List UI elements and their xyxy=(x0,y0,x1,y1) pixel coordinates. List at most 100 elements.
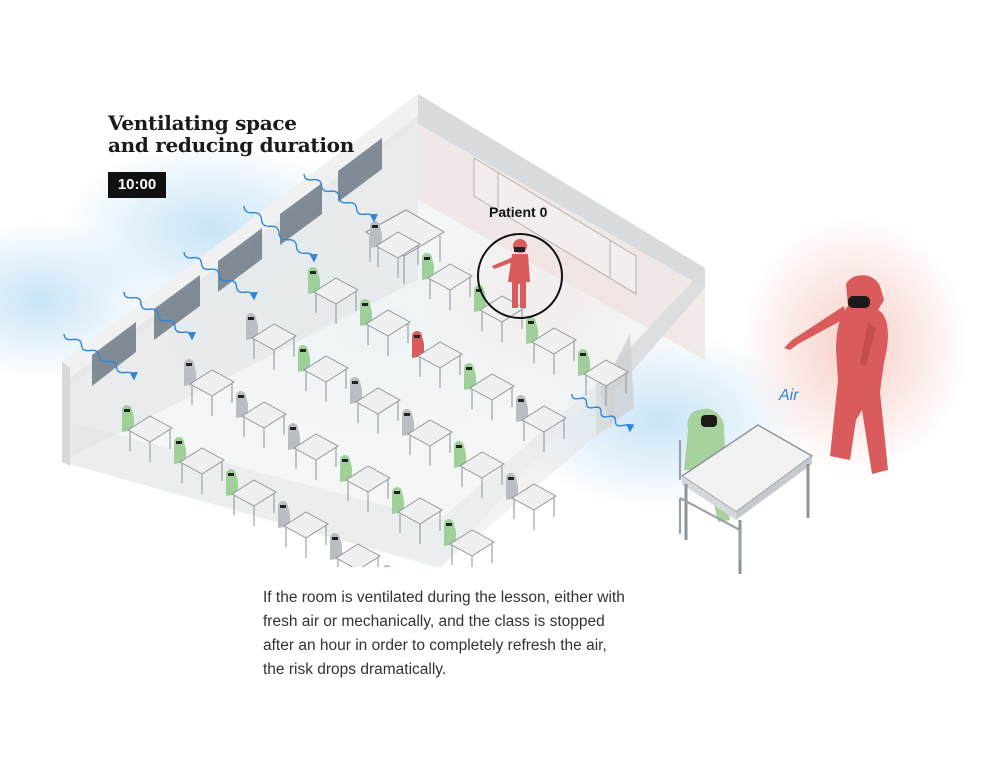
caption-line-4: the risk drops dramatically. xyxy=(263,661,447,678)
student-mask xyxy=(518,399,524,402)
desk-unit xyxy=(454,441,505,498)
desk-top xyxy=(521,405,567,433)
desk-unit xyxy=(330,533,381,590)
desk-unit xyxy=(506,473,557,530)
desk-top xyxy=(365,309,411,337)
title-line-1: Ventilating space xyxy=(108,111,297,135)
section-title: Ventilating space and reducing duration xyxy=(108,112,408,156)
desk-unit xyxy=(122,405,173,462)
desk-unit xyxy=(340,455,391,512)
desk-top xyxy=(127,415,173,443)
patient-zero-label: Patient 0 xyxy=(489,204,548,220)
desk-top xyxy=(303,355,349,383)
patient-zero-figure xyxy=(477,233,563,319)
closeup-patient-figure xyxy=(784,275,888,474)
closeup-patient-mask xyxy=(848,296,870,308)
caption-line-1: If the room is ventilated during the les… xyxy=(263,589,625,606)
air-arrow xyxy=(123,291,196,341)
desk-unit xyxy=(422,253,473,310)
student-mask xyxy=(414,335,420,338)
desk-unit xyxy=(578,349,629,406)
air-arrow xyxy=(183,251,258,301)
board-wall xyxy=(418,94,705,360)
student-mask xyxy=(372,225,378,228)
air-flow-arrows xyxy=(63,173,635,433)
desk-top xyxy=(511,483,557,511)
student-mask xyxy=(528,321,534,324)
student-mask xyxy=(476,289,482,292)
desk-top xyxy=(417,341,463,369)
student-mask xyxy=(248,317,254,320)
student-mask xyxy=(424,257,430,260)
desk-top xyxy=(469,373,515,401)
desk-top xyxy=(427,263,473,291)
desk-unit xyxy=(350,377,401,434)
air-label: Air xyxy=(779,387,799,404)
desk-unit xyxy=(288,423,339,480)
desk-top xyxy=(397,497,443,525)
student-mask xyxy=(394,491,400,494)
desk-top xyxy=(375,231,421,259)
desk-top xyxy=(189,369,235,397)
desk-top xyxy=(293,433,339,461)
student-mask xyxy=(280,505,286,508)
desk-unit xyxy=(174,437,225,494)
desk-top xyxy=(241,401,287,429)
desk-top xyxy=(179,447,225,475)
student-mask xyxy=(446,523,452,526)
student-mask xyxy=(176,441,182,444)
air-arrow xyxy=(571,393,635,433)
student-mask xyxy=(228,473,234,476)
caption-background xyxy=(243,567,683,687)
desk-unit xyxy=(298,345,349,402)
caption-line-2: fresh air or mechanically, and the class… xyxy=(263,613,605,630)
student-mask xyxy=(124,409,130,412)
desk-top xyxy=(583,359,629,387)
caption-line-3: after an hour in order to completely ref… xyxy=(263,637,607,654)
student-mask xyxy=(300,349,306,352)
desk-top xyxy=(335,543,381,571)
student-mask xyxy=(310,271,316,274)
desk-unit xyxy=(516,395,567,452)
whiteboard xyxy=(473,157,637,295)
desk-top xyxy=(231,479,277,507)
desk-top xyxy=(251,323,297,351)
windows xyxy=(92,138,382,386)
desk-top xyxy=(355,387,401,415)
air-arrow xyxy=(243,205,318,263)
desk-top xyxy=(407,419,453,447)
desk-unit xyxy=(464,363,515,420)
desk-top xyxy=(313,277,359,305)
desk-unit xyxy=(444,519,495,576)
desk-unit xyxy=(402,409,453,466)
closeup-desk xyxy=(678,408,814,574)
student-mask xyxy=(580,353,586,356)
desk-top xyxy=(531,327,577,355)
student-desks xyxy=(122,221,629,622)
title-line-2: and reducing duration xyxy=(108,133,354,157)
student-mask xyxy=(186,363,192,366)
desk-unit xyxy=(308,267,359,324)
student-mask xyxy=(238,395,244,398)
student-mask xyxy=(508,477,514,480)
desk-top xyxy=(449,529,495,557)
desk-unit xyxy=(226,469,277,526)
desk-unit xyxy=(278,501,329,558)
air-arrow xyxy=(63,333,138,381)
desk-unit xyxy=(184,359,235,416)
desk-unit xyxy=(412,331,463,388)
desk-top xyxy=(345,465,391,493)
student-mask xyxy=(362,303,368,306)
front-low-wall xyxy=(62,362,596,568)
desk-unit xyxy=(246,313,297,370)
timer-badge: 10:00 xyxy=(108,172,166,198)
student-mask xyxy=(404,413,410,416)
caption-text: If the room is ventilated during the les… xyxy=(263,586,673,682)
desk-top xyxy=(459,451,505,479)
student-mask xyxy=(342,459,348,462)
student-mask xyxy=(466,367,472,370)
student-mask xyxy=(332,537,338,540)
air-arrow xyxy=(303,173,378,223)
desk-unit xyxy=(370,221,421,278)
